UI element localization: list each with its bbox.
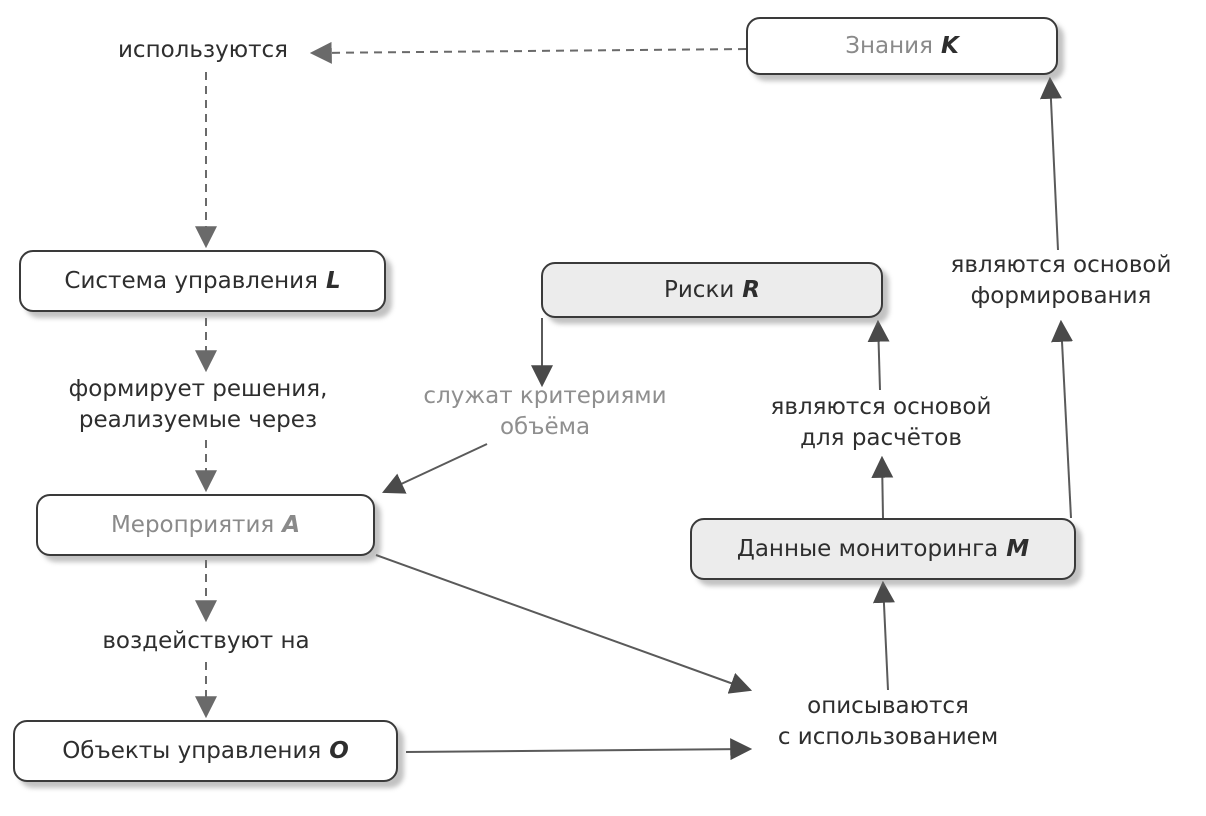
node-risks-var: R bbox=[742, 277, 761, 303]
label-basis-calc-line-2: для расчётов bbox=[800, 425, 962, 451]
node-knowledge-var: K bbox=[940, 33, 959, 59]
node-control-system-var: L bbox=[325, 268, 341, 294]
node-objects: Объекты управления O bbox=[13, 720, 398, 782]
edge-criteria-to-measures bbox=[382, 443, 488, 494]
edge-knowledge-to-used bbox=[309, 41, 747, 64]
label-forms-decisions: формирует решения, реализуемые через bbox=[69, 374, 328, 436]
label-criteria: служат критериями объёма bbox=[423, 381, 666, 443]
node-monitoring: Данные мониторинга M bbox=[690, 518, 1076, 580]
edge-monitoring-to-basis-form bbox=[1051, 319, 1073, 519]
label-basis-form-line-1: являются основой bbox=[950, 252, 1172, 278]
label-forms-decisions-line-1: формирует решения, bbox=[68, 376, 328, 402]
node-monitoring-text: Данные мониторинга bbox=[736, 536, 999, 562]
node-monitoring-var: M bbox=[1006, 536, 1030, 562]
label-described-line-2: с использованием bbox=[777, 724, 999, 750]
node-control-system: Система управления L bbox=[19, 250, 386, 312]
node-measures-var: A bbox=[282, 512, 301, 538]
label-basis-calc: являются основой для расчётов bbox=[771, 392, 992, 454]
node-measures: Мероприятия A bbox=[36, 494, 375, 556]
edge-described-to-monitoring bbox=[872, 580, 895, 691]
node-control-system-text: Система управления bbox=[64, 268, 318, 294]
edge-objects-to-described bbox=[405, 738, 753, 761]
label-affect-line-1: воздействуют на bbox=[102, 628, 310, 654]
label-basis-calc-line-1: являются основой bbox=[770, 394, 992, 420]
edge-basis-calc-to-risks bbox=[867, 319, 890, 391]
node-knowledge: Знания K bbox=[746, 17, 1058, 75]
node-risks-text: Риски bbox=[663, 277, 735, 303]
label-criteria-line-2: объёма bbox=[499, 414, 591, 440]
label-described: описываются с использованием bbox=[778, 691, 998, 753]
label-basis-form: являются основой формирования bbox=[951, 250, 1172, 312]
node-objects-var: O bbox=[329, 738, 349, 764]
label-forms-decisions-line-2: реализуемые через bbox=[78, 407, 318, 433]
label-criteria-line-1: служат критериями bbox=[423, 383, 667, 409]
edge-monitoring-to-basis-calc bbox=[871, 455, 894, 519]
edge-measures-to-described bbox=[375, 554, 753, 694]
edge-basis-form-to-knowledge bbox=[1039, 76, 1062, 251]
node-risks: Риски R bbox=[541, 262, 883, 318]
node-measures-text: Мероприятия bbox=[110, 512, 275, 538]
node-objects-text: Объекты управления bbox=[62, 738, 322, 764]
node-knowledge-text: Знания bbox=[845, 33, 933, 59]
label-described-line-1: описываются bbox=[807, 693, 969, 719]
label-basis-form-line-2: формирования bbox=[970, 283, 1152, 309]
label-used: используются bbox=[118, 35, 288, 66]
label-used-line-1: используются bbox=[117, 37, 289, 63]
label-affect: воздействуют на bbox=[102, 626, 309, 657]
